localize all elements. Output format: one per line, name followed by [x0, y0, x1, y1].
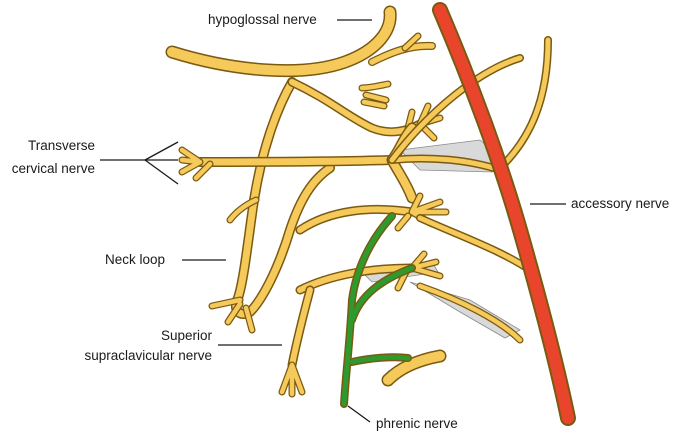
- hypoglossal-nerve-trunk: [165, 5, 397, 78]
- accessory-nerve: [432, 2, 576, 426]
- hypoglossal-twig: [368, 32, 436, 66]
- hypoglossal-label: hypoglossal nerve: [208, 12, 317, 27]
- transverse-leader-down: [144, 159, 179, 185]
- accessory-label: accessory nerve: [571, 196, 669, 211]
- transverse-label-line1: Transverse: [28, 138, 95, 153]
- transverse-label-line2: cervical nerve: [12, 161, 95, 176]
- c2-rootlets: [358, 80, 392, 110]
- transverse-cervical-nerve: [178, 146, 397, 182]
- transverse-leader-up: [144, 141, 179, 161]
- phrenic-label: phrenic nerve: [376, 416, 458, 431]
- phrenic-nerve: [340, 212, 416, 408]
- superior-label-line2: supraclavicular nerve: [84, 348, 212, 363]
- phrenic-leader: [347, 405, 371, 423]
- superior-label-line1: Superior: [161, 328, 213, 343]
- c4-root: [295, 192, 534, 274]
- c5-stump: [381, 349, 447, 387]
- supraclavicular-nerve: [278, 285, 315, 398]
- neck-loop-label: Neck loop: [105, 252, 165, 267]
- lesser-occipital-nerve: [388, 36, 552, 174]
- cervical-plexus-nerves: [165, 5, 552, 398]
- leader-lines: [100, 19, 566, 423]
- labels: hypoglossal nerve Transverse cervical ne…: [12, 12, 670, 431]
